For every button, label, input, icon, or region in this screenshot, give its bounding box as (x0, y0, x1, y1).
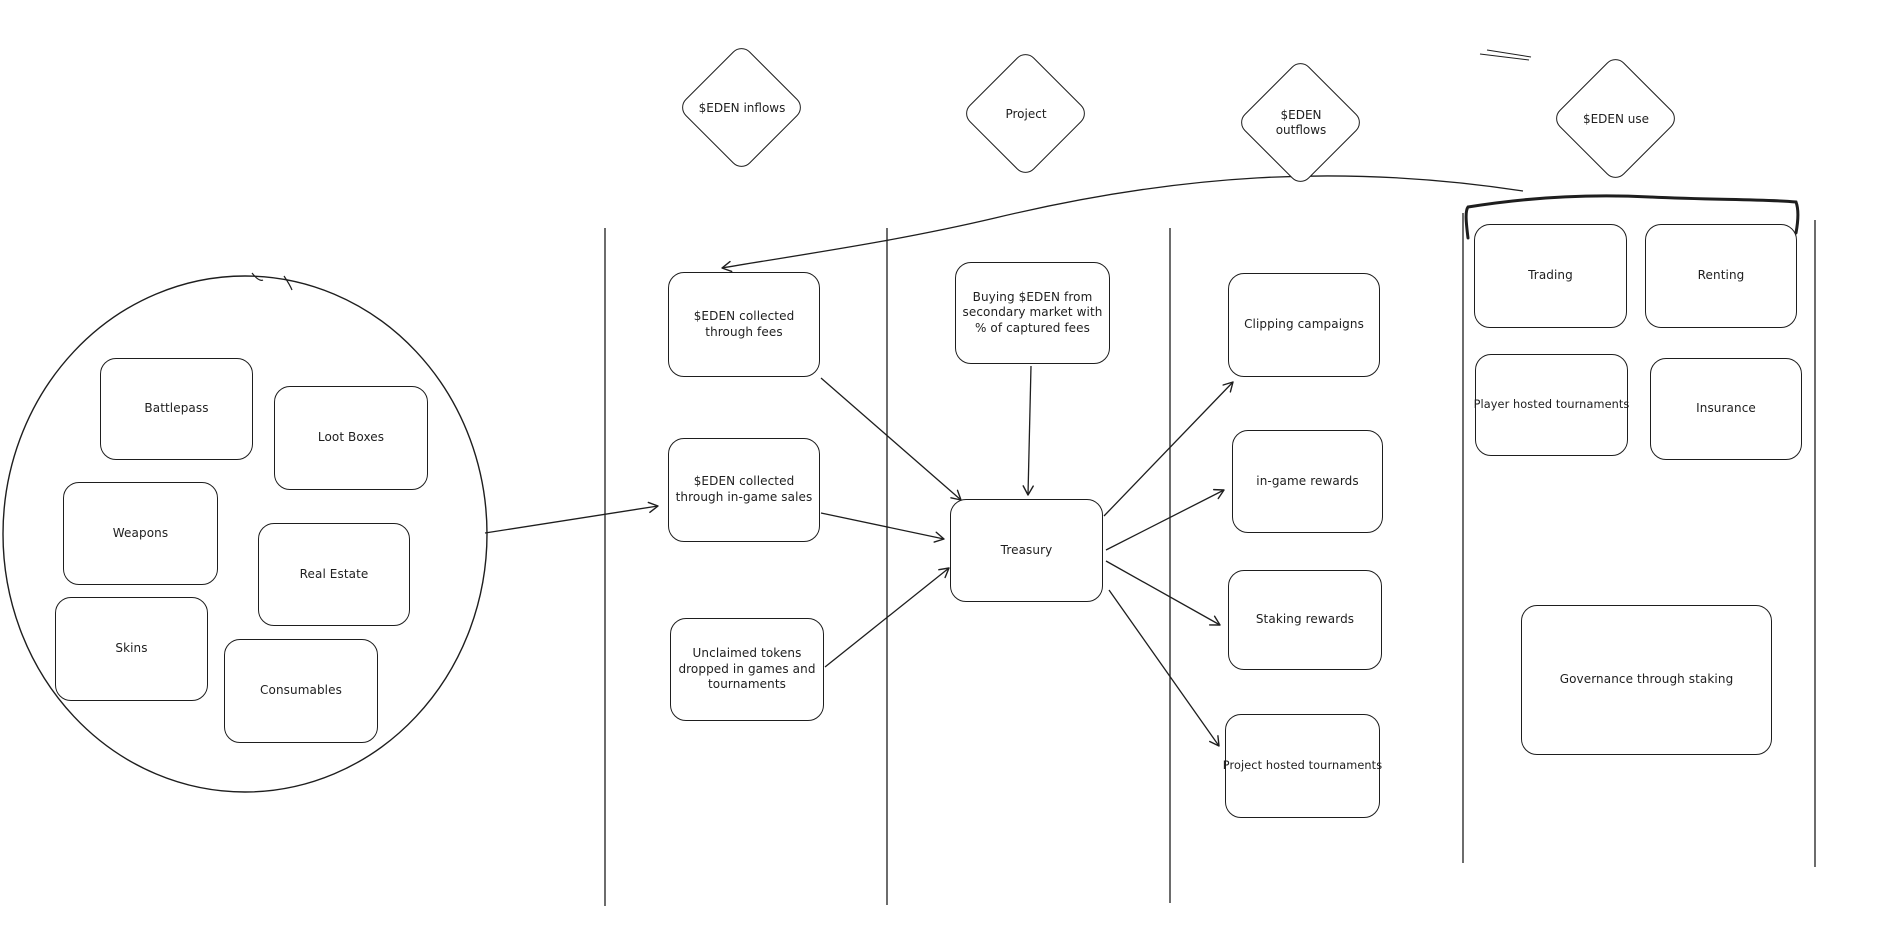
node-label: Consumables (260, 683, 342, 698)
node-insurance[interactable]: Insurance (1650, 358, 1802, 460)
arrow-sources-to-ingame-sales[interactable] (484, 501, 659, 534)
node-project-hosted-tournaments[interactable]: Project hosted tournaments (1222, 714, 1383, 818)
node-clipping-campaigns[interactable]: Clipping campaigns (1228, 273, 1380, 377)
node-label: Project hosted tournaments (1222, 758, 1383, 772)
arrow-use-to-fees[interactable] (721, 175, 1524, 273)
diamond-label: $EDEN outflows (1275, 108, 1327, 137)
arrow-ingame-sales-to-treasury[interactable] (820, 512, 945, 543)
node-label: Battlepass (144, 401, 209, 416)
node-label: $EDEN collected through fees (693, 308, 795, 339)
diamond-eden-use[interactable]: $EDEN use (1551, 54, 1681, 184)
circle-stroke-overlap-mark (283, 275, 293, 291)
node-label: Loot Boxes (317, 430, 385, 445)
node-buying-eden-secondary-market[interactable]: Buying $EDEN from secondary market with … (955, 262, 1110, 364)
node-label: Clipping campaigns (1244, 317, 1364, 332)
diamond-project[interactable]: Project (961, 49, 1091, 179)
node-label: Skins (115, 641, 148, 656)
node-label: Player hosted tournaments (1473, 397, 1630, 411)
node-loot-boxes[interactable]: Loot Boxes (274, 386, 428, 490)
node-trading[interactable]: Trading (1474, 224, 1627, 328)
node-label: Renting (1697, 268, 1745, 283)
arrow-fees-to-treasury[interactable] (820, 377, 962, 501)
circle-stroke-overlap-mark (251, 272, 264, 281)
arrow-treasury-to-clipping[interactable] (1103, 381, 1234, 517)
node-ingame-rewards[interactable]: in-game rewards (1232, 430, 1383, 533)
use-group-bracket[interactable] (1464, 194, 1800, 240)
node-label: $EDEN collected through in-game sales (675, 474, 813, 504)
node-label: Insurance (1696, 401, 1756, 416)
node-label: Weapons (112, 525, 169, 540)
node-label: Treasury (1000, 542, 1053, 557)
node-consumables[interactable]: Consumables (224, 639, 378, 743)
arrow-treasury-to-project-tournaments[interactable] (1108, 589, 1220, 747)
node-player-hosted-tournaments[interactable]: Player hosted tournaments (1473, 354, 1630, 456)
diamond-label: $EDEN inflows (698, 100, 786, 115)
node-weapons[interactable]: Weapons (63, 482, 218, 585)
node-real-estate[interactable]: Real Estate (258, 523, 410, 626)
node-battlepass[interactable]: Battlepass (100, 358, 253, 460)
diamond-eden-inflows[interactable]: $EDEN inflows (677, 43, 807, 173)
node-label: Buying $EDEN from secondary market with … (962, 289, 1103, 335)
stray-pen-mark (1486, 49, 1532, 58)
node-renting[interactable]: Renting (1645, 224, 1797, 328)
node-treasury[interactable]: Treasury (950, 499, 1103, 602)
node-eden-collected-ingame-sales[interactable]: $EDEN collected through in-game sales (668, 438, 820, 542)
diamond-label: Project (1005, 106, 1047, 121)
node-staking-rewards[interactable]: Staking rewards (1228, 570, 1382, 670)
diamond-label: $EDEN use (1582, 111, 1650, 126)
node-label: Staking rewards (1255, 612, 1355, 627)
diamond-eden-outflows[interactable]: $EDEN outflows (1236, 58, 1366, 188)
stray-pen-mark (1479, 53, 1530, 61)
arrow-treasury-to-ingame-rewards[interactable] (1105, 488, 1225, 551)
sources-circle[interactable] (2, 275, 488, 793)
node-governance-through-staking[interactable]: Governance through staking (1521, 605, 1772, 755)
node-eden-collected-fees[interactable]: $EDEN collected through fees (668, 272, 820, 377)
node-unclaimed-tokens[interactable]: Unclaimed tokens dropped in games and to… (670, 618, 824, 721)
node-label: in-game rewards (1256, 473, 1359, 488)
arrow-treasury-to-staking-rewards[interactable] (1105, 560, 1221, 626)
node-label: Real Estate (299, 566, 369, 581)
node-skins[interactable]: Skins (55, 597, 208, 701)
node-label: Governance through staking (1559, 672, 1734, 687)
arrow-unclaimed-to-treasury[interactable] (824, 567, 950, 668)
node-label: Trading (1528, 268, 1573, 283)
arrow-buying-to-treasury[interactable] (1022, 365, 1034, 496)
node-label: Unclaimed tokens dropped in games and to… (678, 646, 816, 692)
